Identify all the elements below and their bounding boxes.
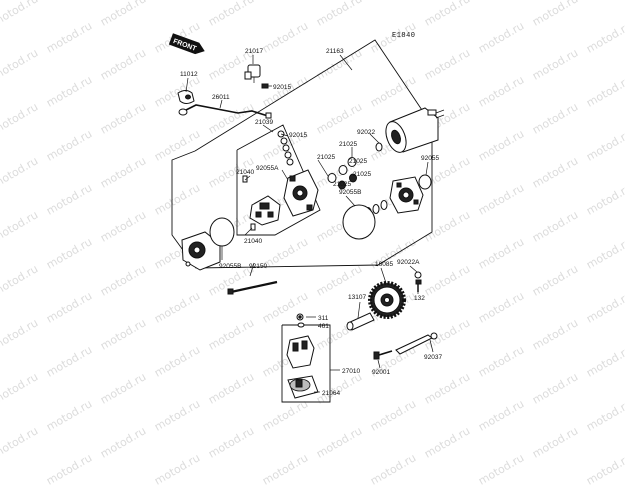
end-cover-part xyxy=(389,176,424,214)
label-92150: 92150 xyxy=(249,263,267,270)
o-ring-left-part xyxy=(209,217,235,247)
label-311: 311 xyxy=(318,315,329,322)
label-21040-a: 21040 xyxy=(236,169,254,176)
label-21025-e: 21025 xyxy=(333,181,351,188)
diagram-svg: E1840 FRONT xyxy=(168,32,445,403)
motor-yoke-part xyxy=(385,107,445,153)
label-461: 461 xyxy=(318,323,329,330)
label-92015-top: 92015 xyxy=(273,84,291,91)
label-92037: 92037 xyxy=(424,354,442,361)
through-bolt-part xyxy=(227,280,278,295)
label-92022: 92022 xyxy=(357,129,375,136)
label-92055B-b: 92055B xyxy=(219,263,241,270)
washer-part xyxy=(375,142,383,152)
brush-holder-part xyxy=(283,169,319,217)
label-21039: 21039 xyxy=(255,119,273,126)
o-ring-right-part xyxy=(418,174,432,190)
shim-washers xyxy=(327,157,357,190)
nut-part xyxy=(261,83,269,89)
screw-part xyxy=(296,313,304,321)
assembly-frame xyxy=(171,39,433,269)
label-92022A: 92022A xyxy=(397,259,420,266)
brush-holder-kit-part xyxy=(287,375,319,399)
washer-kit-part xyxy=(297,322,305,328)
label-21040-b: 21040 xyxy=(244,238,262,245)
label-92001: 92001 xyxy=(372,369,390,376)
front-arrow-icon: FRONT xyxy=(168,33,205,55)
label-21025-c: 21025 xyxy=(349,158,367,165)
label-92055A: 92055A xyxy=(256,165,279,172)
label-21163: 21163 xyxy=(326,48,344,55)
starter-switch-part xyxy=(244,64,261,83)
leader-lines xyxy=(185,54,434,393)
label-92055B-a: 92055B xyxy=(339,189,361,196)
terminal-cap-part xyxy=(177,90,195,104)
brush-plate-part xyxy=(249,195,281,226)
label-27010: 27010 xyxy=(342,368,360,375)
front-cover-part xyxy=(181,231,221,271)
washer-small-part xyxy=(414,271,422,279)
label-21025-a: 21025 xyxy=(339,141,357,148)
idle-gear-part xyxy=(368,281,406,319)
diagram-code: E1840 xyxy=(392,32,416,40)
label-21025-d: 21025 xyxy=(353,171,371,178)
brush-kit-part xyxy=(286,335,315,369)
brush-part-upper xyxy=(242,175,248,183)
label-13107: 13107 xyxy=(348,294,366,301)
label-92055: 92055 xyxy=(421,155,439,162)
starter-cable-part xyxy=(178,104,272,119)
mounting-bolt-part xyxy=(373,350,393,360)
label-21025-b: 21025 xyxy=(317,154,335,161)
label-21017: 21017 xyxy=(245,48,263,55)
label-132: 132 xyxy=(414,295,425,302)
label-92015-mid: 92015 xyxy=(289,132,307,139)
label-11012: 11012 xyxy=(180,71,198,78)
brush-holder-frame xyxy=(236,124,321,236)
label-16085: 16085 xyxy=(375,261,393,268)
brush-part-lower xyxy=(250,223,256,231)
bolt-small-part xyxy=(415,279,422,292)
o-ring-middle-part xyxy=(342,204,376,240)
gear-shaft-part xyxy=(346,312,375,331)
label-21064: 21064 xyxy=(322,390,340,397)
label-26011: 26011 xyxy=(212,94,230,101)
retainer-clip-part xyxy=(395,332,438,355)
